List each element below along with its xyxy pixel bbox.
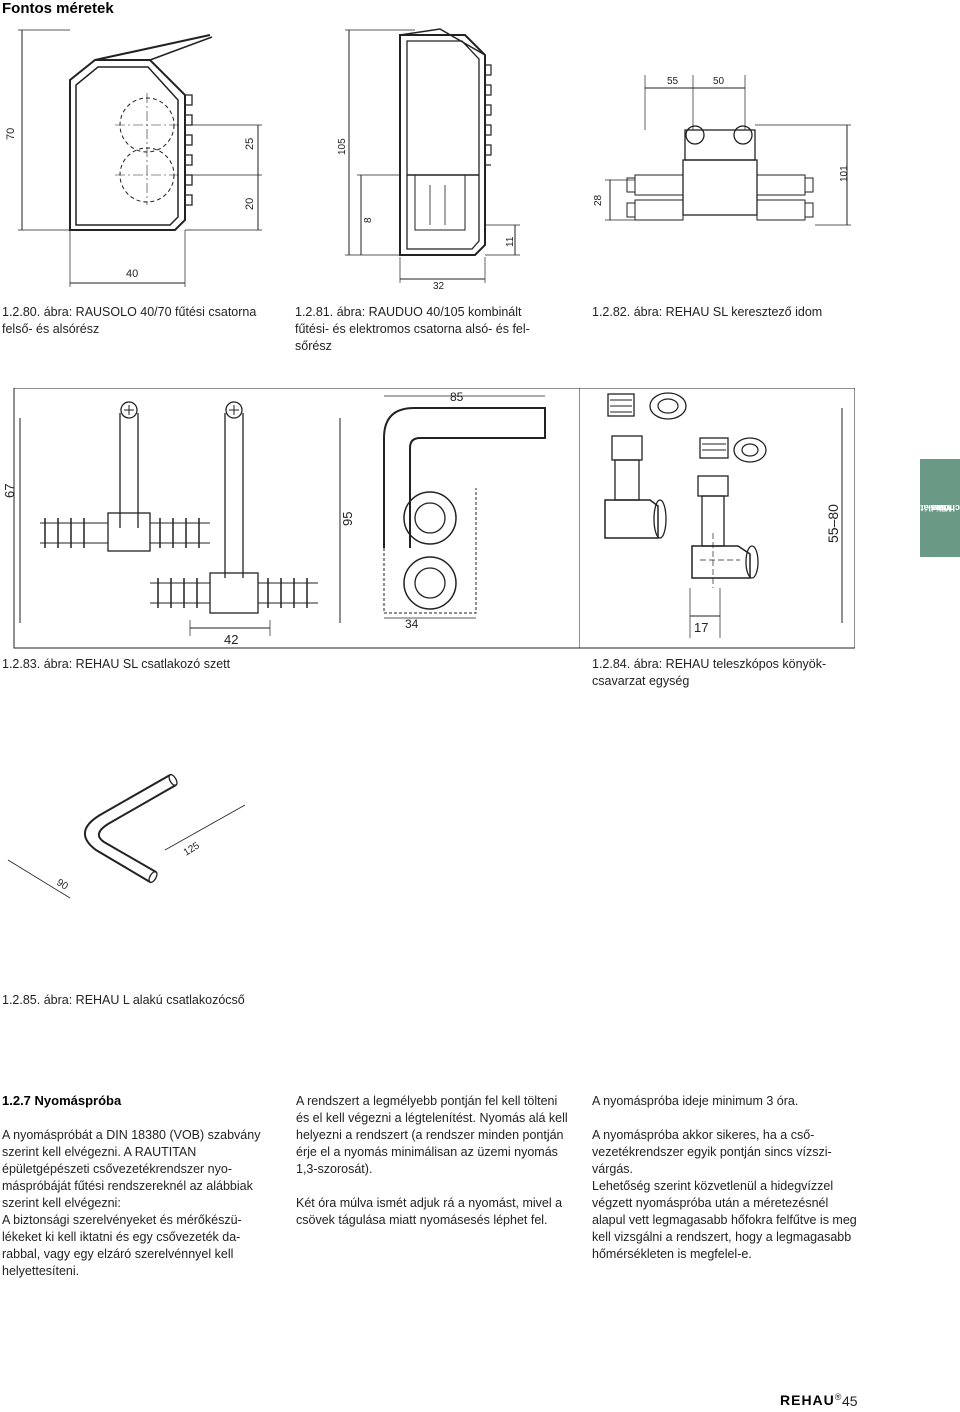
paragraph: A nyomáspróbát a DIN 18380 (VOB) szab­vá…: [2, 1128, 261, 1210]
dim-8: 8: [363, 217, 374, 223]
dim-105: 105: [337, 138, 348, 155]
dim-101: 101: [839, 165, 850, 182]
caption-figure-1-2-81: 1.2.81. ábra: RAUDUO 40/105 kombinált fű…: [295, 305, 530, 353]
text-column-3: A nyomáspróba ideje minimum 3 óra. A nyo…: [592, 1093, 860, 1273]
dim-28: 28: [593, 194, 604, 206]
side-tab-line-3: technika: [931, 503, 960, 513]
caption-figure-1-2-80: 1.2.80. ábra: RAUSOLO 40/70 fűtési csato…: [2, 305, 257, 336]
caption-figure-1-2-85: 1.2.85. ábra: REHAU L alakú csatlakozócs…: [2, 993, 245, 1007]
figure-1-2-82-drawing: 55 50 101 28: [593, 75, 851, 226]
section-side-tab: Vízellátás, fűtés- technika: [908, 459, 960, 557]
dim-11: 11: [505, 236, 516, 247]
dim-67: 67: [2, 484, 17, 498]
dim-55: 55: [667, 76, 679, 87]
dim-32: 32: [433, 281, 445, 290]
text-column-2: A rendszert a legmélyebb pontján fel kel…: [296, 1093, 568, 1239]
figure-1-2-80-drawing: 70 25 20 40: [5, 29, 262, 287]
paragraph: Lehetőség szerint közvetlenül a hidegvíz…: [592, 1179, 857, 1261]
caption-figure-1-2-82: 1.2.82. ábra: REHAU SL keresztező idom: [592, 305, 823, 319]
dim-85: 85: [450, 390, 464, 404]
rehau-logo: REHAU®: [780, 1392, 841, 1410]
figure-1-2-83-drawing: 67 95 42 85 34: [2, 388, 580, 649]
dim-55-80: 55–80: [825, 504, 841, 543]
dim-95: 95: [340, 512, 355, 526]
dim-25: 25: [244, 138, 256, 150]
caption-figure-1-2-83: 1.2.83. ábra: REHAU SL csatlakozó szett: [2, 657, 231, 671]
page-title: Fontos méretek: [2, 0, 114, 17]
figure-1-2-84-drawing: 55–80 17: [580, 388, 855, 649]
text-column-1: A nyomáspróbát a DIN 18380 (VOB) szab­vá…: [2, 1127, 262, 1290]
figure-1-2-81-drawing: 105 8 11 32: [337, 28, 520, 290]
dim-70: 70: [5, 128, 17, 140]
paragraph: A nyomáspróba ideje minimum 3 óra.: [592, 1094, 799, 1108]
caption-figure-1-2-84: 1.2.84. ábra: REHAU teleszkópos könyök­c…: [592, 657, 827, 688]
dim-42: 42: [224, 632, 238, 647]
page-number: 45: [842, 1393, 858, 1409]
registered-mark: ®: [834, 1392, 842, 1402]
dim-40: 40: [126, 268, 138, 280]
dim-17: 17: [694, 620, 708, 635]
section-heading: 1.2.7 Nyomáspróba: [2, 1093, 122, 1108]
dim-90: 90: [54, 877, 70, 892]
logo-text: REHAU: [780, 1392, 835, 1408]
figure-1-2-85-drawing: 90 125: [7, 773, 246, 899]
paragraph: A rendszert a legmélyebb pontján fel kel…: [296, 1094, 568, 1176]
dim-20: 20: [244, 198, 256, 210]
dim-125: 125: [182, 840, 202, 858]
dim-50: 50: [713, 76, 725, 87]
dim-34: 34: [405, 617, 419, 631]
paragraph: Két óra múlva ismét adjuk rá a nyomást, …: [296, 1196, 563, 1227]
paragraph: A biztonsági szerelvényeket és mérőkészü…: [2, 1213, 242, 1278]
paragraph: A nyomáspróba akkor sikeres, ha a cső­ve…: [592, 1128, 832, 1176]
